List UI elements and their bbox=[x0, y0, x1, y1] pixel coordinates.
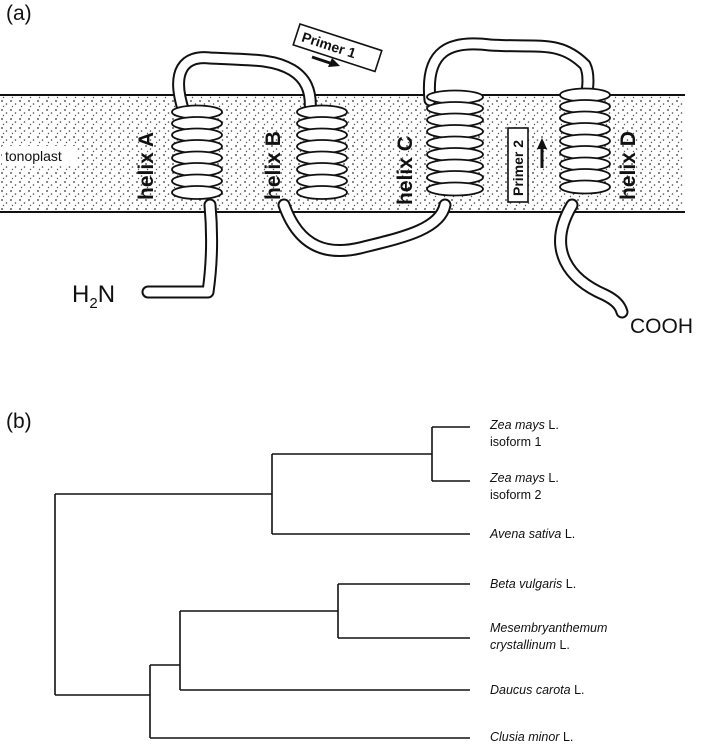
helix-turn bbox=[172, 186, 222, 199]
leaf-label-zea-1: Zea mays L. isoform 1 bbox=[490, 417, 559, 451]
leaf-label-daucus: Daucus carota L. bbox=[490, 682, 585, 699]
helix-c-label: helix C bbox=[394, 136, 417, 205]
helix-b-label: helix B bbox=[262, 131, 285, 200]
primer-2: Primer 2 bbox=[508, 128, 528, 202]
leaf-label-mesembryanthemum: Mesembryanthemum crystallinum L. bbox=[490, 620, 607, 654]
helix-d-coil bbox=[560, 89, 610, 194]
helix-turn bbox=[560, 181, 610, 194]
primer-2-label: Primer 2 bbox=[510, 140, 526, 196]
helix-turn bbox=[427, 183, 483, 196]
tonoplast-label: tonoplast bbox=[5, 148, 62, 164]
n-terminus-label: H2N bbox=[72, 281, 115, 312]
helix-turn bbox=[297, 186, 347, 199]
helix-a-label: helix A bbox=[135, 132, 158, 200]
leaf-label-zea-2: Zea mays L. isoform 2 bbox=[490, 470, 559, 504]
leaf-label-clusia: Clusia minor L. bbox=[490, 729, 573, 746]
helix-d-label: helix D bbox=[617, 131, 640, 200]
c-terminus-label: COOH bbox=[630, 315, 693, 338]
leaf-label-avena: Avena sativa L. bbox=[490, 526, 575, 543]
phylogenetic-tree bbox=[55, 427, 470, 738]
leaf-label-beta: Beta vulgaris L. bbox=[490, 576, 576, 593]
helix-c-coil bbox=[427, 91, 483, 196]
